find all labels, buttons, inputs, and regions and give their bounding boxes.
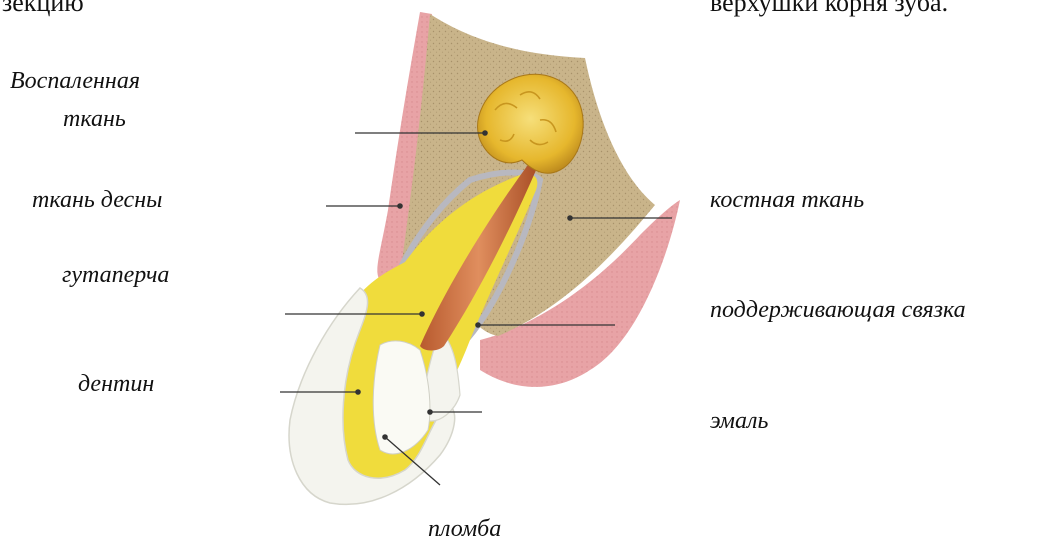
dot-bone: [567, 215, 573, 221]
label-dentin: дентин: [78, 371, 154, 398]
dot-filling: [382, 434, 388, 440]
label-gutta-percha: гутаперча: [62, 262, 169, 289]
label-ligament: поддерживающая связка: [710, 297, 966, 324]
dot-inflamed: [482, 130, 488, 136]
dot-gum: [397, 203, 403, 209]
label-enamel: эмаль: [710, 408, 768, 435]
dot-ligament: [475, 322, 481, 328]
dot-dentin: [355, 389, 361, 395]
label-inflamed-tissue-line2: ткань: [63, 106, 126, 133]
label-filling: пломба: [428, 516, 501, 543]
filling-shape: [373, 341, 430, 454]
label-bone-tissue: костная ткань: [710, 187, 864, 214]
dot-enamel: [427, 409, 433, 415]
dot-gutta: [419, 311, 425, 317]
label-inflamed-tissue-line1: Воспаленная: [10, 68, 140, 95]
label-gum-tissue: ткань десны: [32, 187, 162, 214]
